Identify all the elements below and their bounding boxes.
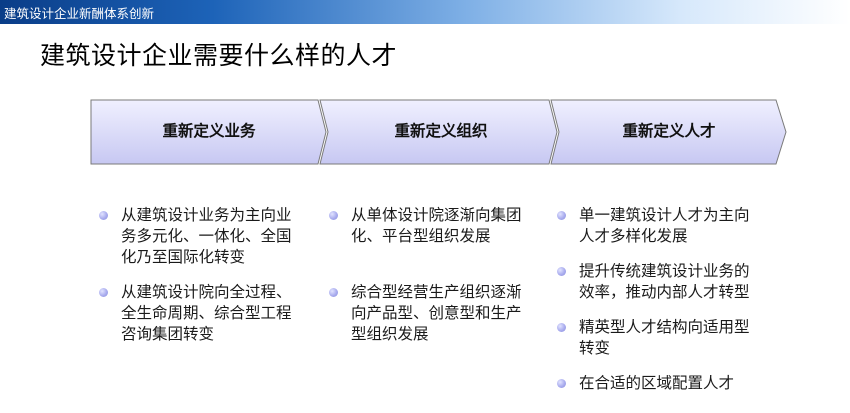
bullet-icon: [99, 211, 108, 220]
list-item: 从建筑设计业务为主向业 务多元化、一体化、全国 化乃至国际化转变: [99, 205, 319, 268]
step-3-label: 重新定义人才: [622, 121, 716, 140]
header-bar: 建筑设计企业新酬体系创新: [0, 0, 850, 24]
step-1-label: 重新定义业务: [162, 121, 256, 140]
bullet-line: 咨询集团转变: [121, 325, 215, 343]
chevron-step-1: [90, 99, 327, 165]
list-item: 从单体设计院逐渐向集团 化、平台型组织发展: [329, 205, 549, 247]
bullet-line: 向产品型、创意型和生产: [351, 304, 522, 322]
bullet-icon: [557, 211, 566, 220]
step-2-label: 重新定义组织: [394, 121, 488, 140]
bullet-line: 在合适的区域配置人才: [579, 374, 735, 392]
bullet-list-business: 从建筑设计业务为主向业 务多元化、一体化、全国 化乃至国际化转变 从建筑设计院向…: [99, 205, 319, 345]
bullet-line: 提升传统建筑设计业务的: [579, 262, 750, 280]
chevron-step-2: [319, 99, 558, 165]
list-item: 在合适的区域配置人才: [557, 373, 787, 394]
bullet-line: 型组织发展: [351, 325, 429, 343]
list-item: 综合型经营生产组织逐渐 向产品型、创意型和生产 型组织发展: [329, 282, 549, 345]
list-item: 单一建筑设计人才为主向 人才多样化发展: [557, 205, 787, 247]
page-title: 建筑设计企业需要什么样的人才: [40, 41, 398, 70]
bullet-line: 效率，推动内部人才转型: [579, 283, 750, 301]
bullet-line: 精英型人才结构向适用型: [579, 318, 750, 336]
bullet-icon: [329, 288, 338, 297]
bullet-line: 务多元化、一体化、全国: [121, 227, 292, 245]
bullet-line: 转变: [579, 339, 611, 357]
bullet-icon: [99, 288, 108, 297]
bullet-line: 化、平台型组织发展: [351, 227, 491, 245]
bullet-list-organization: 从单体设计院逐渐向集团 化、平台型组织发展 综合型经营生产组织逐渐 向产品型、创…: [329, 205, 549, 345]
list-item: 精英型人才结构向适用型 转变: [557, 317, 787, 359]
bullet-icon: [557, 267, 566, 276]
bullet-icon: [557, 379, 566, 388]
bullet-icon: [557, 323, 566, 332]
list-item: 提升传统建筑设计业务的 效率，推动内部人才转型: [557, 261, 787, 303]
bullet-line: 从单体设计院逐渐向集团: [351, 206, 522, 224]
bullet-line: 单一建筑设计人才为主向: [579, 206, 750, 224]
bullet-icon: [329, 211, 338, 220]
list-item: 从建筑设计院向全过程、 全生命周期、综合型工程 咨询集团转变: [99, 282, 319, 345]
bullet-line: 人才多样化发展: [579, 227, 688, 245]
bullet-line: 全生命周期、综合型工程: [121, 304, 292, 322]
bullet-line: 从建筑设计院向全过程、: [121, 283, 292, 301]
bullet-line: 综合型经营生产组织逐渐: [351, 283, 522, 301]
bullet-line: 从建筑设计业务为主向业: [121, 206, 292, 224]
header-title: 建筑设计企业新酬体系创新: [4, 6, 155, 21]
chevron-step-3: [550, 99, 787, 165]
bullet-list-talent: 单一建筑设计人才为主向 人才多样化发展 提升传统建筑设计业务的 效率，推动内部人…: [557, 205, 787, 394]
bullet-line: 化乃至国际化转变: [121, 248, 246, 266]
